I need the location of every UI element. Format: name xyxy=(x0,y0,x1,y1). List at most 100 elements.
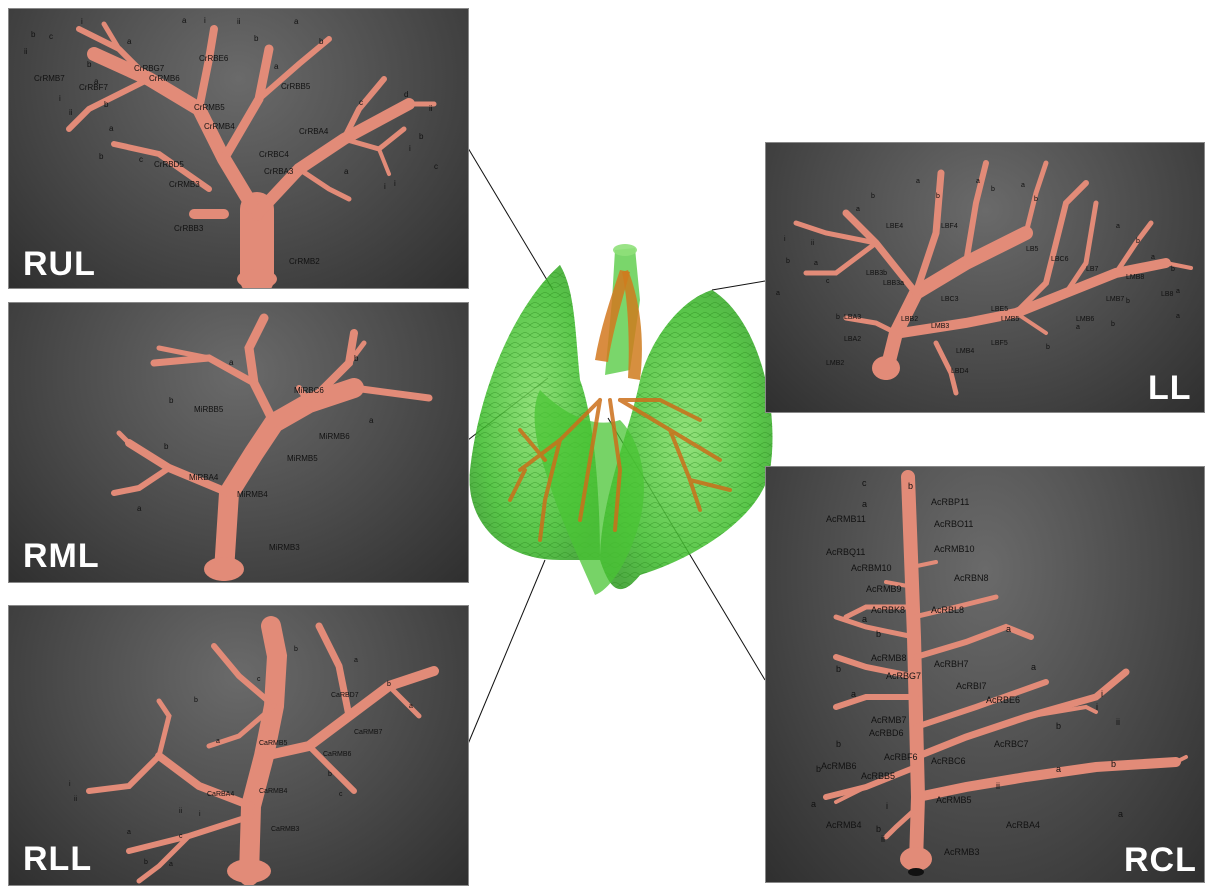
rul-subbranch-letter: b xyxy=(99,152,104,161)
rll-branch-label: CaRMB3 xyxy=(271,826,300,833)
ll-subbranch-letter: b xyxy=(936,193,940,200)
ll-subbranch-letter: a xyxy=(976,178,980,185)
rul-branch-label: CrRMB7 xyxy=(34,74,65,83)
ll-branch-label: LBD4 xyxy=(951,368,969,375)
rcl-subbranch-letter: i xyxy=(886,801,888,811)
ll-subbranch-letter: a xyxy=(1176,313,1180,320)
rll-subbranch-letter: c xyxy=(339,791,343,798)
rul-branch-label: CrRMB4 xyxy=(204,122,235,131)
rcl-branch-label: AcRMB11 xyxy=(826,514,866,524)
ll-subbranch-letter: ii xyxy=(811,240,815,247)
rcl-branch-label: AcRMB5 xyxy=(936,795,972,805)
ll-subbranch-letter: b xyxy=(871,193,875,200)
rcl-subbranch-letter: i xyxy=(1101,689,1103,699)
ll-subbranch-letter: a xyxy=(1151,254,1155,261)
rul-branch-label: CrRMB6 xyxy=(149,74,180,83)
ll-branch-label: LBF4 xyxy=(941,223,958,230)
ll-branch-label: LMB3 xyxy=(931,323,949,330)
rcl-branch-label: AcRMB4 xyxy=(826,820,862,830)
ll-branch-label: LBF5 xyxy=(991,340,1008,347)
rul-branch-label: CrRBA3 xyxy=(264,167,294,176)
rll-branch-label: CaRMB6 xyxy=(323,751,352,758)
ll-subbranch-letter: a xyxy=(1176,288,1180,295)
ll-subbranch-letter: a xyxy=(916,178,920,185)
rcl-subbranch-letter: a xyxy=(851,689,856,699)
rul-subbranch-letter: d xyxy=(404,90,408,99)
ll-subbranch-letter: a xyxy=(1021,182,1025,189)
rcl-subbranch-letter: i xyxy=(1096,702,1098,712)
rcl-subbranch-letter: b xyxy=(1056,721,1061,731)
rul-branch-label: CrRBB3 xyxy=(174,224,204,233)
rcl-subbranch-letter: b xyxy=(876,824,881,834)
rml-subbranch-letter: b xyxy=(164,442,169,451)
rll-subbranch-letter: c xyxy=(257,676,261,683)
ll-branch-label: LBB2 xyxy=(901,316,918,323)
rcl-branch-label: AcRBA4 xyxy=(1006,820,1040,830)
rll-subbranch-letter: i xyxy=(199,811,201,818)
rul-branch-label: CrRMB3 xyxy=(169,180,200,189)
ll-branch-label: LBA3 xyxy=(844,314,861,321)
rcl-branch-label: AcRBO11 xyxy=(934,519,973,529)
rll-branch-label: CaRMB5 xyxy=(259,740,288,747)
rll-subbranch-letter: a xyxy=(354,657,358,664)
rll-branch-label: CaRBD7 xyxy=(331,692,359,699)
rml-branch-label: MiRBC6 xyxy=(294,386,324,395)
ll-branch-label: LMB2 xyxy=(826,360,844,367)
rul-subbranch-letter: i xyxy=(384,182,386,191)
rcl-subbranch-letter: a xyxy=(1118,809,1123,819)
rcl-branch-label: AcRBN8 xyxy=(954,573,989,583)
rcl-branch-label: AcRMB6 xyxy=(821,761,857,771)
rll-subbranch-letter: b xyxy=(328,771,332,778)
rll-subbranch-letter: b xyxy=(294,646,298,653)
ll-branch-label: LMB5 xyxy=(1001,316,1019,323)
rul-subbranch-letter: a xyxy=(274,62,279,71)
rcl-branch-label: AcRBC7 xyxy=(994,739,1029,749)
rul-branch-label: CrRBC4 xyxy=(259,150,289,159)
rcl-subbranch-letter: c xyxy=(862,478,867,488)
rul-subbranch-letter: i xyxy=(409,144,411,153)
rcl-branch-label: AcRBL8 xyxy=(931,605,964,615)
rul-subbranch-letter: a xyxy=(94,77,99,86)
rml-subbranch-letter: a xyxy=(137,504,142,513)
panel-rll: RLL CaRBD7CaRMB7CaRMB5CaRMB6CaRMB4CaRBA4… xyxy=(8,605,469,886)
ll-subbranch-letter: a xyxy=(1116,223,1120,230)
rll-subbranch-letter: c xyxy=(179,833,183,840)
ll-subbranch-letter: a xyxy=(1076,324,1080,331)
ll-subbranch-letter: b xyxy=(1171,266,1175,273)
ll-subbranch-letter: b xyxy=(1111,321,1115,328)
rll-subbranch-letter: a xyxy=(127,829,131,836)
rul-branch-label: CrRMB2 xyxy=(289,257,320,266)
rul-subbranch-letter: b xyxy=(319,37,324,46)
ll-subbranch-letter: a xyxy=(856,206,860,213)
ll-branch-label: LB5 xyxy=(1026,246,1039,253)
rcl-subbranch-letter: ii xyxy=(881,834,885,844)
rul-branch-label: CrRBE6 xyxy=(199,54,229,63)
panel-rcl: RCL AcRBP11AcRMB11AcRBO11AcRBQ11AcRMB10A… xyxy=(765,466,1205,883)
rul-labels: CrRBE6CrRBG7CrRMB6CrRMB7CrRBF7CrRBB5CrRM… xyxy=(9,9,468,288)
rcl-subbranch-letter: b xyxy=(908,481,913,491)
ll-subbranch-letter: a xyxy=(814,260,818,267)
rcl-branch-label: AcRMB8 xyxy=(871,653,907,663)
rll-subbranch-letter: i xyxy=(69,781,71,788)
rul-subbranch-letter: ii xyxy=(24,47,28,56)
rcl-branch-label: AcRBD6 xyxy=(869,728,904,738)
rll-subbranch-letter: ii xyxy=(179,808,183,815)
rul-branch-label: CrRBA4 xyxy=(299,127,329,136)
rul-subbranch-letter: b xyxy=(419,132,424,141)
rml-branch-label: MiRMB5 xyxy=(287,454,318,463)
rml-subbranch-letter: b xyxy=(354,354,359,363)
ll-subbranch-letter: b xyxy=(1046,344,1050,351)
ll-branch-label: LMB4 xyxy=(956,348,974,355)
ll-branch-label: LBC3 xyxy=(941,296,959,303)
ll-branch-label: LBB3b xyxy=(866,270,887,277)
ll-branch-label: LB8 xyxy=(1161,291,1174,298)
rcl-subbranch-letter: a xyxy=(862,614,867,624)
rcl-branch-label: AcRMB9 xyxy=(866,584,902,594)
rul-subbranch-letter: c xyxy=(139,155,143,164)
ll-subbranch-letter: b xyxy=(1126,298,1130,305)
rcl-branch-label: AcRBE6 xyxy=(986,695,1020,705)
rcl-branch-label: AcRBF6 xyxy=(884,752,918,762)
rcl-subbranch-letter: a xyxy=(1031,662,1036,672)
rll-subbranch-letter: ii xyxy=(74,796,78,803)
rcl-subbranch-letter: ii xyxy=(1116,717,1120,727)
